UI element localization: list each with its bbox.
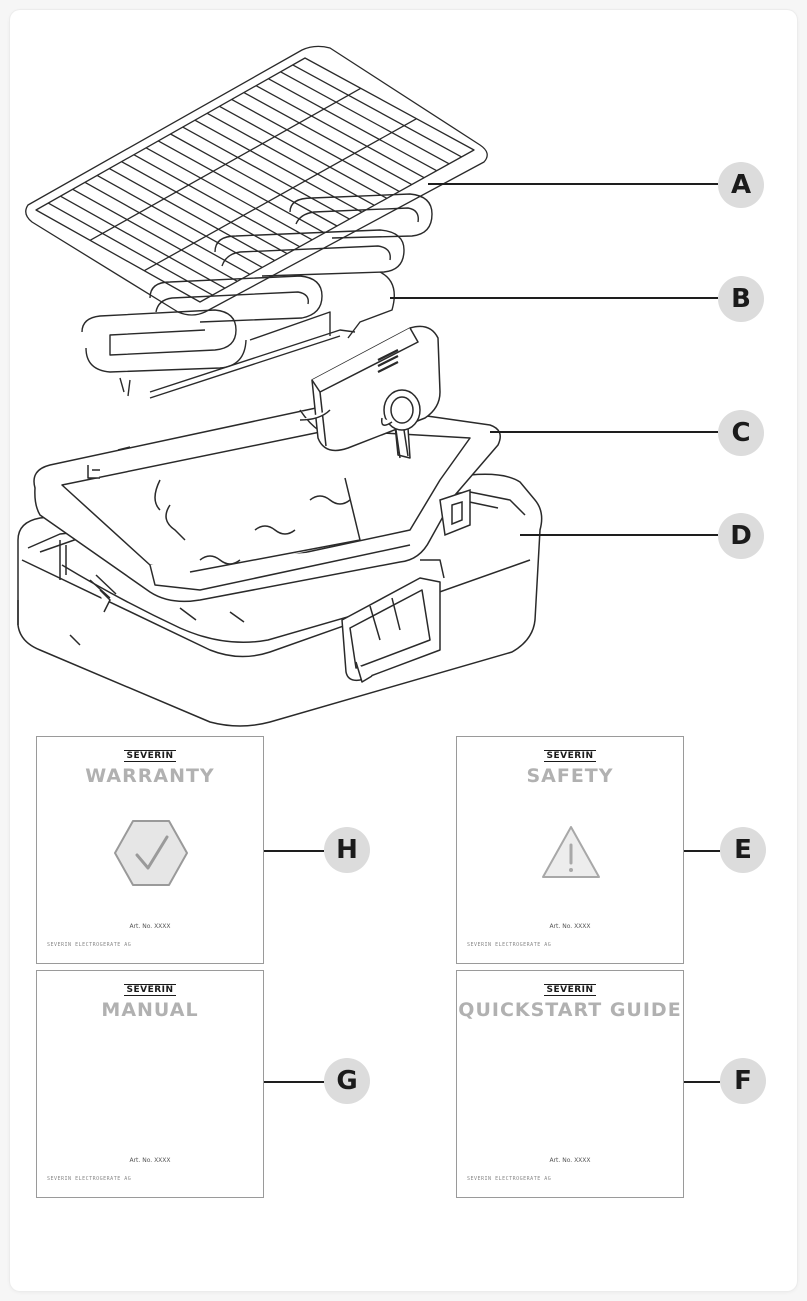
rack-bar bbox=[47, 202, 213, 296]
heating-element bbox=[81, 193, 433, 399]
article-number: Art. No. XXXX bbox=[549, 923, 591, 930]
label-a-badge: A bbox=[718, 162, 764, 208]
label-g-badge: G bbox=[324, 1058, 370, 1104]
document-footer: SEVERIN ELECTROGERATE AG bbox=[47, 1176, 132, 1182]
label-f-badge: F bbox=[720, 1058, 766, 1104]
manual-document: SEVERIN MANUAL Art. No. XXXX SEVERIN ELE… bbox=[36, 970, 264, 1198]
rack-rail bbox=[143, 118, 417, 272]
document-title: QUICKSTART GUIDE bbox=[458, 999, 682, 1021]
label-d-badge: D bbox=[718, 513, 764, 559]
brand-logo: SEVERIN bbox=[124, 984, 176, 996]
article-number: Art. No. XXXX bbox=[549, 1157, 591, 1164]
rack-bar bbox=[109, 167, 276, 262]
rack-bar bbox=[157, 140, 325, 234]
rack-bar bbox=[133, 154, 300, 248]
rack-bar bbox=[170, 133, 338, 227]
document-title: MANUAL bbox=[101, 999, 199, 1021]
rack-bar bbox=[84, 181, 251, 275]
rack-bar bbox=[268, 78, 437, 172]
label-e-badge: E bbox=[720, 827, 766, 873]
rack-bar bbox=[292, 64, 462, 158]
thermostat-control bbox=[299, 325, 441, 459]
handle-bracket bbox=[341, 559, 445, 683]
leader-line-g bbox=[264, 1081, 324, 1083]
rack-bar bbox=[60, 195, 226, 289]
rack-bar bbox=[243, 91, 413, 186]
safety-document: SEVERIN SAFETY Art. No. XXXX SEVERIN ELE… bbox=[456, 736, 684, 964]
label-c-badge: C bbox=[718, 410, 764, 456]
checkmark-hexagon-icon bbox=[114, 820, 188, 886]
article-number: Art. No. XXXX bbox=[129, 1157, 171, 1164]
brand-logo: SEVERIN bbox=[544, 984, 596, 996]
article-number: Art. No. XXXX bbox=[129, 923, 171, 930]
grill-rack bbox=[25, 45, 488, 316]
document-footer: SEVERIN ELECTROGERATE AG bbox=[467, 942, 552, 948]
warning-triangle-icon bbox=[542, 826, 600, 878]
rack-rail bbox=[89, 87, 362, 241]
rack-bar bbox=[72, 188, 238, 282]
document-footer: SEVERIN ELECTROGERATE AG bbox=[467, 1176, 552, 1182]
brand-logo: SEVERIN bbox=[544, 750, 596, 762]
rack-bar bbox=[219, 105, 388, 199]
document-title: SAFETY bbox=[526, 765, 614, 787]
rack-bar bbox=[145, 147, 313, 241]
rack-bar bbox=[194, 119, 363, 213]
rack-bar bbox=[182, 126, 350, 220]
leader-line-e bbox=[684, 850, 720, 852]
rack-bar bbox=[96, 174, 263, 269]
drip-tray bbox=[33, 402, 501, 603]
rack-bar bbox=[206, 112, 375, 206]
label-h-badge: H bbox=[324, 827, 370, 873]
rack-bar bbox=[121, 161, 288, 255]
leader-line-f bbox=[684, 1081, 720, 1083]
leader-lines bbox=[390, 183, 718, 536]
rack-bar bbox=[280, 71, 450, 165]
label-b-badge: B bbox=[718, 276, 764, 322]
document-footer: SEVERIN ELECTROGERATE AG bbox=[47, 942, 132, 948]
document-title: WARRANTY bbox=[85, 765, 215, 787]
rack-bar bbox=[231, 98, 400, 193]
leader-line-h bbox=[264, 850, 324, 852]
grill-exploded-diagram bbox=[17, 45, 718, 727]
brand-logo: SEVERIN bbox=[124, 750, 176, 762]
rack-bar bbox=[255, 85, 425, 179]
quickstart-document: SEVERIN QUICKSTART GUIDE Art. No. XXXX S… bbox=[456, 970, 684, 1198]
warranty-document: SEVERIN WARRANTY Art. No. XXXX SEVERIN E… bbox=[36, 736, 264, 964]
